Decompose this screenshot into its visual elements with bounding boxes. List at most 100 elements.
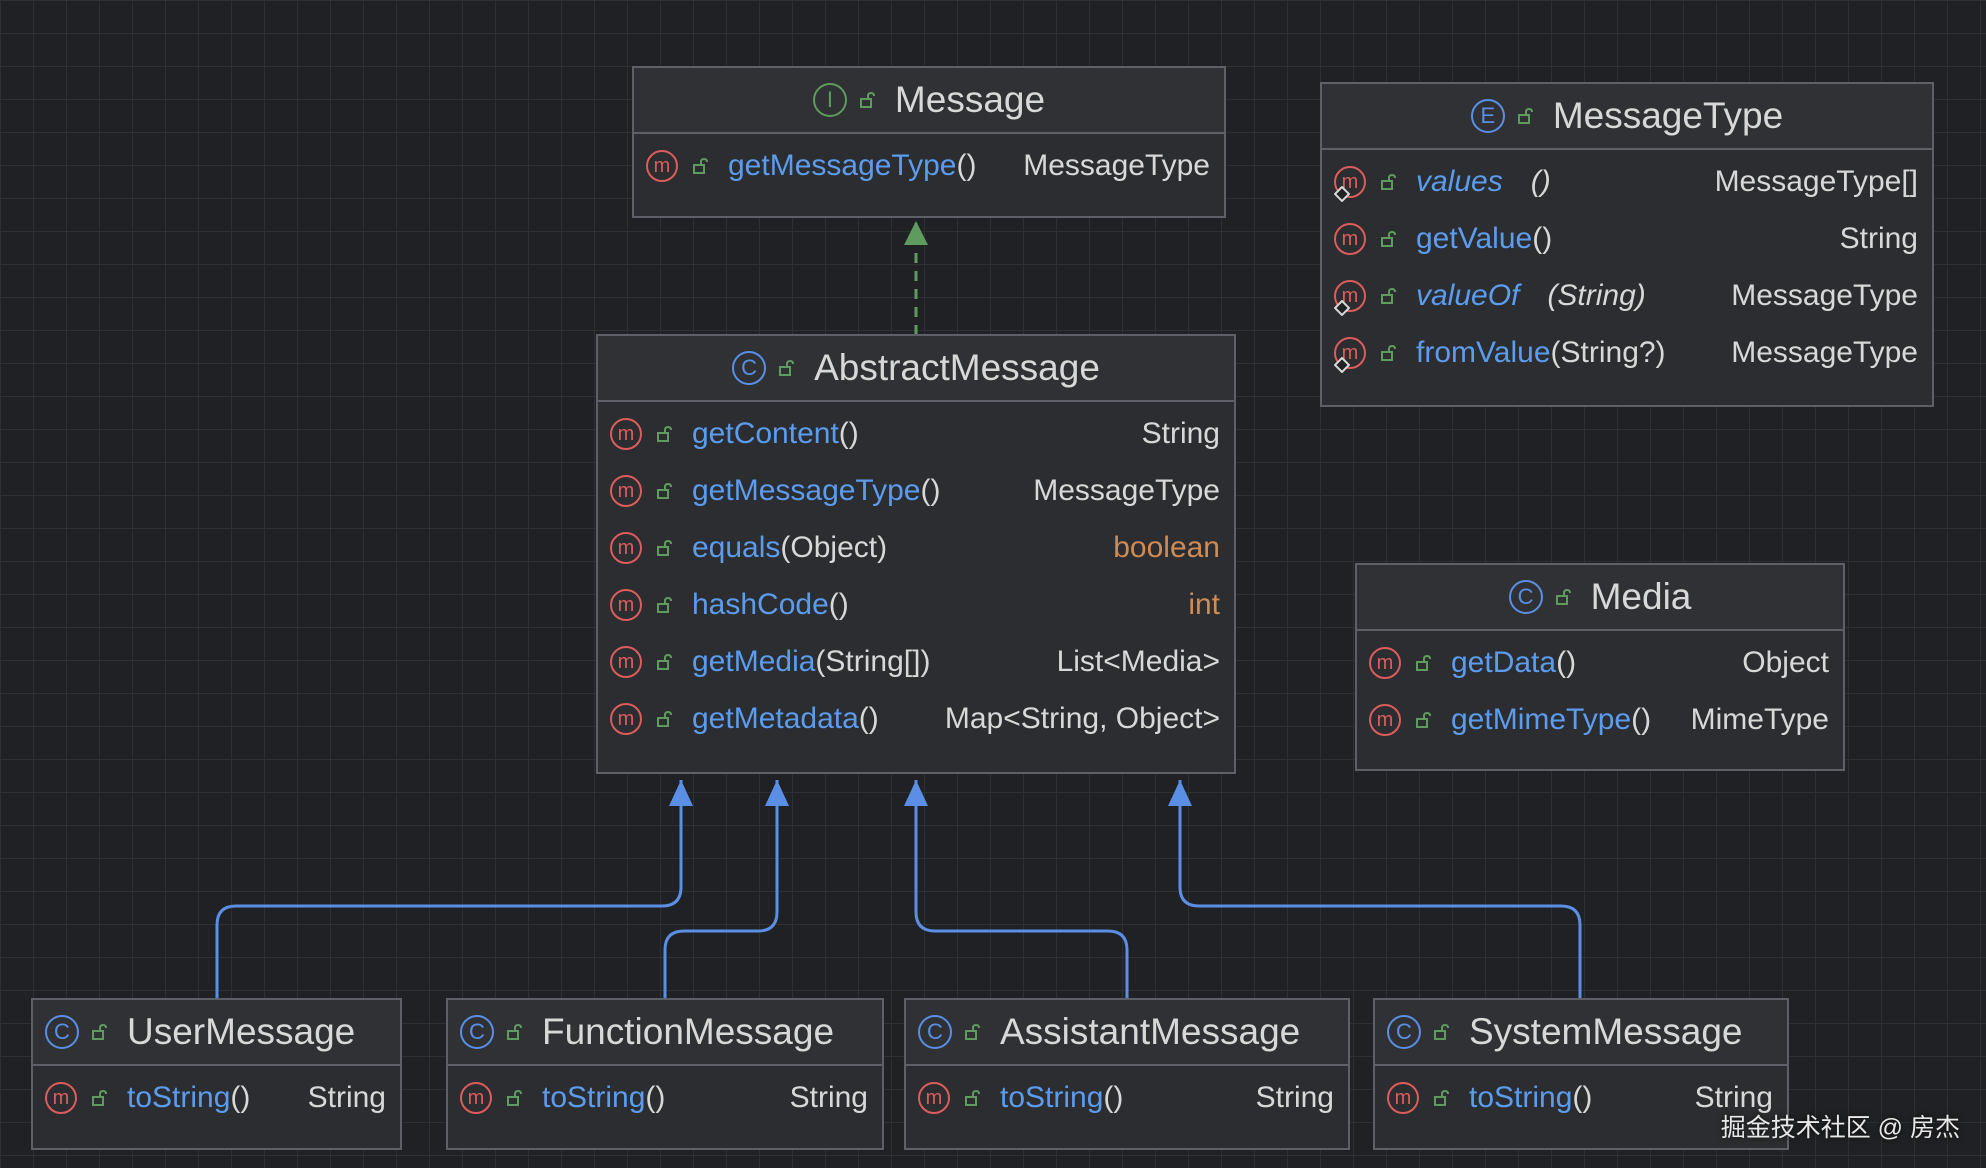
messagetype-enum-title: MessageType — [1552, 95, 1784, 136]
method-parameters: () — [1631, 702, 1652, 736]
functionmessage-class-box[interactable]: C FunctionMessage m toString () String — [446, 998, 884, 1150]
method-return-type: boolean — [1113, 530, 1220, 564]
method-parameters: () — [1556, 645, 1577, 679]
method-name: toString — [542, 1080, 646, 1114]
method-name: getMedia — [692, 644, 816, 678]
member-row[interactable]: m toString () String — [906, 1069, 1348, 1126]
member-row[interactable]: m getData () Object — [1357, 634, 1843, 691]
method-parameters: (String?) — [1550, 335, 1666, 369]
member-row[interactable]: m hashCode () int — [598, 576, 1234, 633]
method-icon: m — [1387, 1081, 1419, 1114]
method-return-type: String — [1694, 1080, 1773, 1114]
method-name: toString — [1469, 1080, 1573, 1114]
member-row[interactable]: m getValue () String — [1322, 210, 1932, 267]
member-row[interactable]: m fromValue (String?) MessageType — [1322, 324, 1932, 381]
messagetype-enum-box[interactable]: E MessageType m values () MessageType[] — [1320, 82, 1934, 407]
inheritance-arrow-assistantmessage — [914, 780, 1129, 998]
method-parameters: () — [828, 587, 849, 621]
usermessage-class-header[interactable]: C UserMessage — [33, 1000, 400, 1066]
interface-icon: I — [812, 83, 847, 117]
message-interface-title: Message — [894, 79, 1046, 120]
functionmessage-class-title: FunctionMessage — [542, 1011, 835, 1052]
method-return-type: String — [1255, 1080, 1334, 1114]
method-return-type: String — [307, 1080, 386, 1114]
method-return-type: String — [1141, 416, 1220, 450]
systemmessage-class-box[interactable]: C SystemMessage m toString () String — [1373, 998, 1789, 1150]
media-class-header[interactable]: C Media — [1357, 565, 1843, 631]
messagetype-enum-header[interactable]: E MessageType — [1322, 84, 1932, 150]
method-name: getValue — [1416, 221, 1533, 255]
method-icon: m — [610, 702, 642, 735]
media-class-box[interactable]: C Media m getData () Object m — [1355, 563, 1845, 771]
method-parameters: () — [838, 416, 859, 450]
inheritance-arrowhead-systemmessage — [1168, 780, 1192, 806]
public-lock-icon — [1416, 711, 1431, 728]
method-icon: m — [610, 474, 642, 507]
systemmessage-class-title: SystemMessage — [1469, 1011, 1743, 1052]
public-lock-icon — [1381, 173, 1396, 190]
member-row[interactable]: m equals (Object) boolean — [598, 519, 1234, 576]
method-name: hashCode — [692, 587, 829, 621]
class-icon: C — [460, 1015, 494, 1049]
method-parameters: () — [1103, 1080, 1124, 1114]
public-lock-icon — [92, 1023, 107, 1040]
method-parameters: () — [920, 473, 941, 507]
assistantmessage-class-header[interactable]: C AssistantMessage — [906, 1000, 1348, 1066]
class-icon: C — [45, 1015, 79, 1049]
message-interface-members: m getMessageType () MessageType — [634, 134, 1224, 194]
class-icon: C — [1508, 580, 1543, 614]
method-icon: m — [918, 1081, 950, 1114]
method-return-type: MessageType[] — [1714, 164, 1918, 198]
method-icon: m — [1334, 165, 1366, 198]
systemmessage-class-members: m toString () String — [1375, 1066, 1787, 1126]
public-lock-icon — [965, 1089, 980, 1106]
member-row[interactable]: m getContent () String — [598, 405, 1234, 462]
member-row[interactable]: m getMedia (String[]) List<Media> — [598, 633, 1234, 690]
method-icon: m — [610, 417, 642, 450]
member-row[interactable]: m toString () String — [448, 1069, 882, 1126]
member-row[interactable]: m toString () String — [1375, 1069, 1787, 1126]
public-lock-icon — [657, 653, 672, 670]
public-lock-icon — [965, 1023, 980, 1040]
abstractmessage-class-title: AbstractMessage — [814, 347, 1100, 388]
inheritance-arrow-systemmessage — [1178, 780, 1582, 998]
method-name: toString — [1000, 1080, 1104, 1114]
method-parameters: (Object) — [780, 530, 888, 564]
member-row[interactable]: m toString () String — [33, 1069, 400, 1126]
static-member-icon — [1334, 300, 1350, 316]
static-member-icon — [1334, 186, 1350, 202]
usermessage-class-title: UserMessage — [127, 1011, 356, 1052]
public-lock-icon — [1381, 287, 1396, 304]
member-row[interactable]: m getMetadata () Map<String, Object> — [598, 690, 1234, 747]
member-row[interactable]: m getMessageType () MessageType — [634, 137, 1224, 194]
usermessage-class-box[interactable]: C UserMessage m toString () String — [31, 998, 402, 1150]
abstractmessage-class-box[interactable]: C AbstractMessage m getContent () String… — [596, 334, 1236, 774]
member-row[interactable]: m valueOf (String) MessageType — [1322, 267, 1932, 324]
assistantmessage-class-box[interactable]: C AssistantMessage m toString () String — [904, 998, 1350, 1150]
method-name: getMessageType — [692, 473, 921, 507]
abstractmessage-class-header[interactable]: C AbstractMessage — [598, 336, 1234, 402]
abstractmessage-class-members: m getContent () String m getMessageType … — [598, 402, 1234, 747]
public-lock-icon — [693, 157, 708, 174]
static-member-icon — [1334, 357, 1350, 373]
public-lock-icon — [779, 359, 795, 376]
method-name: fromValue — [1416, 335, 1551, 369]
message-interface-header[interactable]: I Message — [634, 68, 1224, 134]
method-parameters: () — [230, 1080, 251, 1114]
public-lock-icon — [1555, 588, 1571, 605]
inheritance-arrow-functionmessage — [663, 780, 779, 998]
functionmessage-class-header[interactable]: C FunctionMessage — [448, 1000, 882, 1066]
method-name: getMessageType — [728, 148, 957, 182]
method-icon: m — [1334, 336, 1366, 369]
class-icon: C — [1387, 1015, 1421, 1049]
systemmessage-class-header[interactable]: C SystemMessage — [1375, 1000, 1787, 1066]
messagetype-enum-members: m values () MessageType[] m getValue — [1322, 150, 1932, 381]
class-icon: C — [918, 1015, 952, 1049]
message-interface-box[interactable]: I Message m getMessageType () MessageTyp… — [632, 66, 1226, 218]
method-parameters: () — [858, 701, 879, 735]
method-icon: m — [1334, 279, 1366, 312]
member-row[interactable]: m getMimeType () MimeType — [1357, 691, 1843, 748]
method-icon: m — [610, 531, 642, 564]
member-row[interactable]: m values () MessageType[] — [1322, 153, 1932, 210]
member-row[interactable]: m getMessageType () MessageType — [598, 462, 1234, 519]
